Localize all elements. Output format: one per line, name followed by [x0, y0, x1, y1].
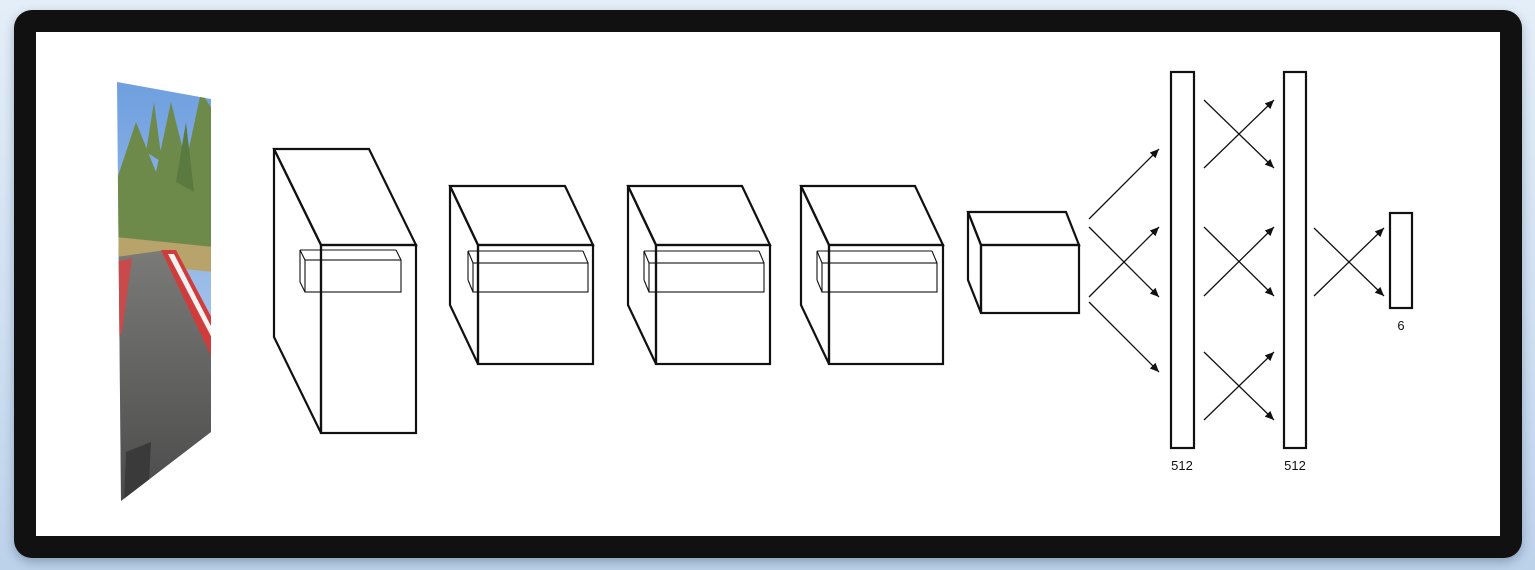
- conv-kernel-1: [299, 249, 402, 293]
- arrow: [1088, 148, 1160, 220]
- diagram-panel: 512 512 6: [36, 32, 1500, 536]
- arrow: [1088, 301, 1160, 373]
- arrow: [1203, 99, 1275, 169]
- curb-left: [117, 258, 132, 342]
- fc-layer-1: [1169, 70, 1196, 450]
- network-architecture-diagram: 512 512 6: [117, 70, 1414, 501]
- fc-layer-1-label: 512: [1171, 458, 1193, 473]
- input-image: [117, 82, 211, 501]
- connections-conv-to-fc1: [1088, 148, 1160, 373]
- conv-layer-1: [272, 147, 418, 435]
- conv-kernel-4: [816, 250, 938, 293]
- conv-kernel-3: [643, 250, 765, 293]
- conv-layer-5: [966, 210, 1081, 315]
- arrow: [1203, 226, 1275, 297]
- connections-fc2-to-output: [1313, 227, 1385, 297]
- road-region: [117, 250, 211, 501]
- arrow: [1313, 227, 1385, 297]
- connections-fc1-to-fc2: [1203, 99, 1275, 421]
- arrow: [1203, 351, 1275, 421]
- conv-layer-2: [448, 184, 595, 366]
- conv-kernel-2: [467, 250, 589, 293]
- conv-layer-3: [626, 184, 772, 366]
- fc-layer-2: [1282, 70, 1308, 450]
- conv-layer-4: [799, 184, 945, 366]
- diagram-frame: 512 512 6: [14, 10, 1522, 558]
- output-layer: [1388, 211, 1414, 310]
- arrow: [1088, 226, 1160, 298]
- output-layer-label: 6: [1397, 318, 1404, 333]
- trees-region: [117, 92, 211, 262]
- curb-right: [161, 250, 211, 362]
- fc-layer-2-label: 512: [1284, 458, 1306, 473]
